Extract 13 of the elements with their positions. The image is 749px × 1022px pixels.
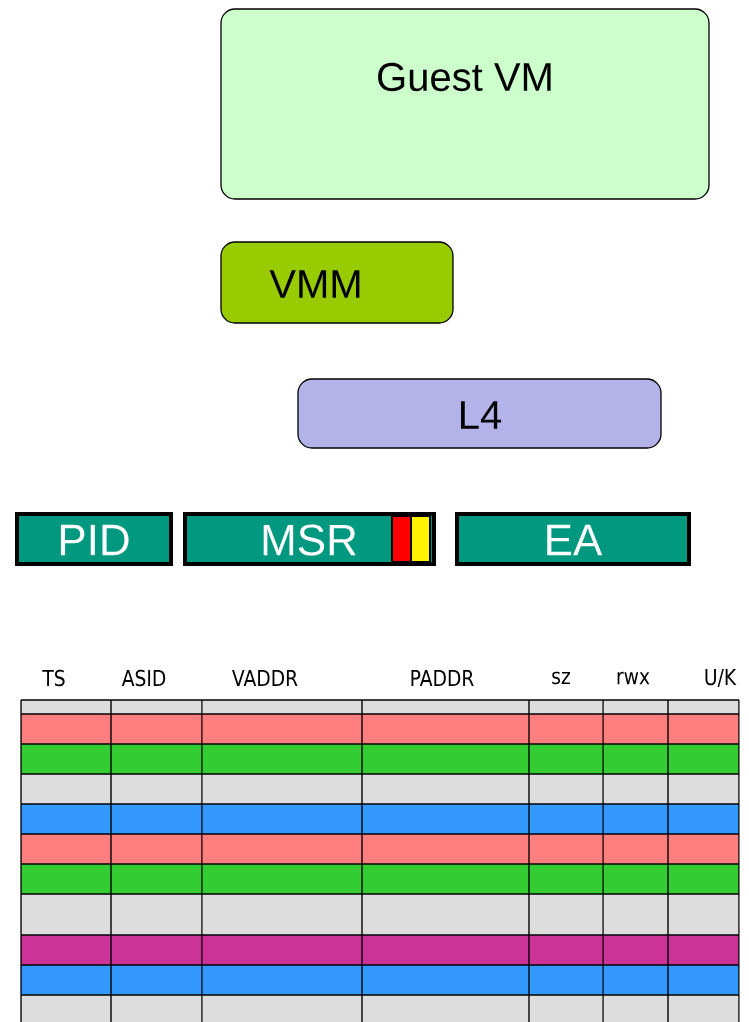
process-box: VMM [220, 241, 454, 324]
column-header: VADDR [232, 670, 298, 686]
register-bar: PID [15, 512, 173, 566]
column-header: sz [552, 671, 570, 685]
column-header: PADDR [411, 670, 474, 686]
column-header: TS [42, 669, 65, 687]
process-box: L4 [297, 378, 662, 449]
register-bar: EA [455, 512, 691, 566]
column-header: ASID [121, 669, 166, 687]
column-header: U/K [705, 668, 737, 688]
process-box: Guest VM [220, 8, 710, 200]
register-bar: MSR [183, 512, 436, 566]
column-header: rwx [617, 671, 650, 685]
